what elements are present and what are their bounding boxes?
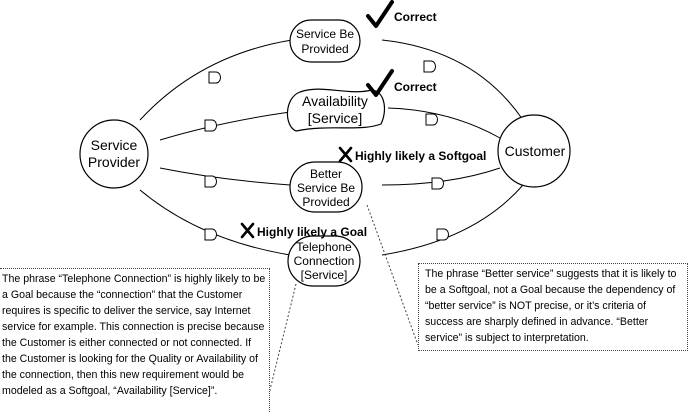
d-marker <box>423 60 436 73</box>
checkmark-icon <box>366 0 394 28</box>
verdict-correct-1: Correct <box>366 0 437 28</box>
dependency-links <box>139 39 524 256</box>
availability-line-2: [Service] <box>308 110 362 126</box>
note-connectors <box>267 204 419 399</box>
better-service-note-connector <box>366 204 419 346</box>
verdict-correct-1-text: Correct <box>394 10 437 24</box>
x-mark-icon <box>240 222 255 239</box>
customer-label: Customer <box>505 143 566 159</box>
link-telephone-customer <box>381 184 524 256</box>
service-provider-line-1: Service <box>91 137 138 153</box>
telephone-note-connector <box>267 283 297 399</box>
telephone-line-1: Telephone <box>296 240 352 254</box>
d-marker <box>204 175 217 188</box>
service-be-provided-line-2: Provided <box>301 42 348 56</box>
better-service-line-3: Provided <box>302 195 349 209</box>
d-marker <box>425 113 438 126</box>
goal-telephone-connection: Telephone Connection [Service] <box>287 235 361 287</box>
goal-better-service: Better Service Be Provided <box>289 161 363 213</box>
verdict-softgoal: Highly likely a Softgoal <box>338 146 486 163</box>
x-mark-icon <box>338 146 353 163</box>
d-marker <box>436 228 449 241</box>
link-service-be-provided-customer <box>381 39 524 121</box>
d-marker <box>208 71 221 84</box>
goal-service-be-provided: Service Be Provided <box>289 19 361 63</box>
better-service-note: The phrase “Better service” suggests tha… <box>418 263 688 351</box>
availability-line-1: Availability <box>302 93 368 109</box>
telephone-line-2: Connection <box>294 254 355 268</box>
actor-customer: Customer <box>497 114 571 188</box>
telephone-line-3: [Service] <box>301 268 348 282</box>
link-provider-service-be-provided <box>139 39 293 121</box>
link-provider-telephone <box>139 189 291 256</box>
actor-service-provider: Service Provider <box>79 119 149 189</box>
verdict-correct-2-text: Correct <box>394 80 437 94</box>
d-marker <box>431 177 444 190</box>
link-provider-availability <box>159 111 291 141</box>
softgoal-availability: Availability [Service] <box>286 88 386 132</box>
checkmark-icon <box>366 69 394 97</box>
telephone-connection-note: The phrase “Telephone Connection” is hig… <box>0 268 270 412</box>
link-provider-better-service <box>159 167 291 186</box>
better-service-line-1: Better <box>310 167 342 181</box>
link-better-service-customer <box>381 167 501 186</box>
service-be-provided-line-1: Service Be <box>296 27 354 41</box>
verdict-softgoal-text: Highly likely a Softgoal <box>355 149 486 163</box>
verdict-goal-text: Highly likely a Goal <box>257 225 367 239</box>
verdict-goal: Highly likely a Goal <box>240 222 367 239</box>
dependency-d-markers <box>204 60 449 241</box>
d-marker <box>204 119 217 132</box>
verdict-correct-2: Correct <box>366 69 437 97</box>
d-marker <box>204 228 217 241</box>
better-service-line-2: Service Be <box>297 181 355 195</box>
service-provider-line-2: Provider <box>88 154 140 170</box>
link-availability-customer <box>387 107 501 139</box>
